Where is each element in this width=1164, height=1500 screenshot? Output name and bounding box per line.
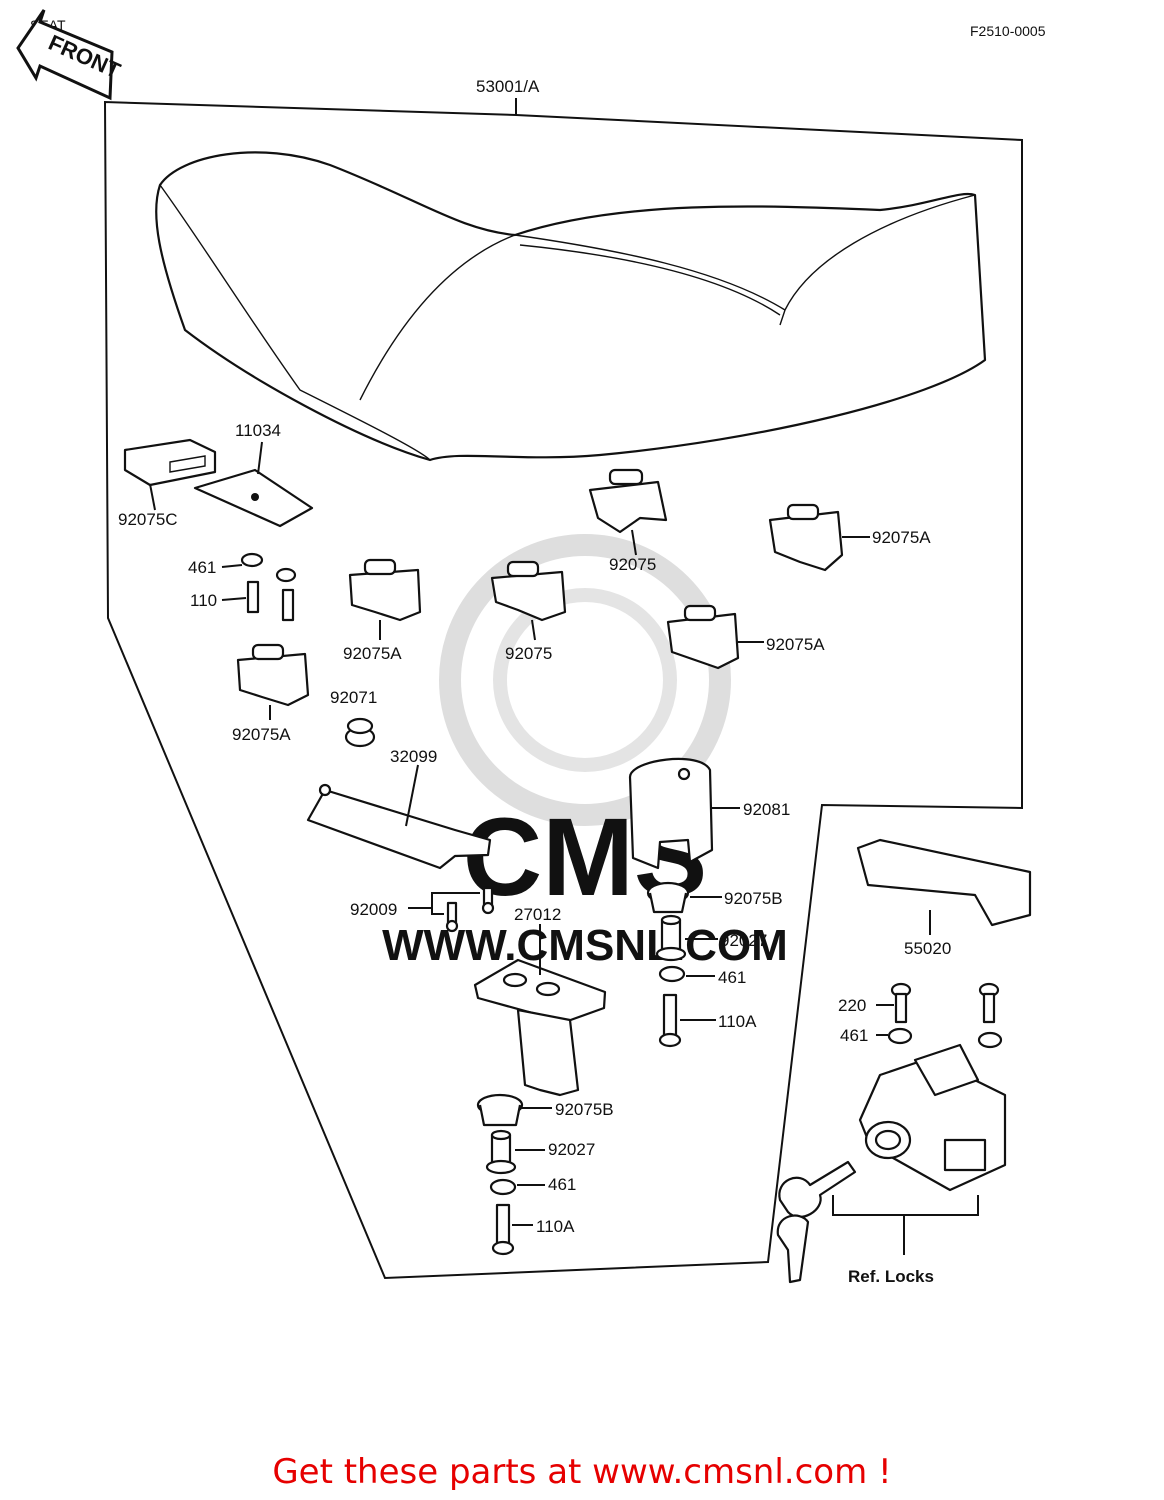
label-collar-92027-upper: 92027	[720, 931, 767, 950]
nut-461-lock	[887, 1027, 1003, 1049]
damper-center-mid	[490, 560, 567, 622]
label-damper-center-mid: 92075	[505, 644, 552, 663]
bolt-110a-lower	[491, 1203, 515, 1256]
label-bracket-92081: 92081	[743, 800, 790, 819]
label-hinge-27012: 27012	[514, 905, 561, 924]
hinge-27012	[473, 958, 607, 1097]
collar-92027-lower	[485, 1129, 517, 1175]
damper-left-mid	[348, 558, 422, 622]
cover-55020	[856, 838, 1032, 927]
label-collar-92027-lower: 92027	[548, 1140, 595, 1159]
plate-32099	[306, 783, 492, 870]
label-nut-461-upper: 461	[718, 968, 746, 987]
label-damper-right-top: 92075A	[872, 528, 931, 547]
label-bolt-110a-lower: 110A	[536, 1217, 575, 1236]
damper-right-top	[768, 503, 844, 572]
label-nut-461-lower: 461	[548, 1175, 576, 1194]
collar-92027-upper	[655, 914, 687, 962]
damper-top-center	[588, 468, 668, 534]
key-icon	[776, 1160, 857, 1284]
label-screw-92009: 92009	[350, 900, 397, 919]
hinge-plate-11034	[193, 468, 314, 528]
label-seat-assy: 53001/A	[476, 77, 540, 96]
damper-b-lower	[476, 1093, 524, 1127]
label-cover-55020: 55020	[904, 939, 951, 958]
screw-92009	[445, 886, 495, 933]
label-collar-92071: 92071	[330, 688, 377, 707]
label-damper-left-low: 92075A	[232, 725, 291, 744]
seat-lock	[858, 1043, 1007, 1192]
damper-b-upper	[646, 881, 690, 914]
seat	[155, 151, 987, 462]
damper-92075c	[123, 438, 217, 487]
assembly-outline	[103, 100, 1023, 1280]
collar-92071	[344, 717, 376, 748]
label-plate-32099: 32099	[390, 747, 437, 766]
label-damper-c: 92075C	[118, 510, 178, 529]
label-damper-b-lower: 92075B	[555, 1100, 614, 1119]
label-ref-locks: Ref. Locks	[848, 1267, 934, 1286]
damper-right-mid	[666, 604, 740, 670]
label-hinge-plate: 11034	[235, 421, 281, 440]
label-bolt-110-left: 110	[190, 591, 217, 610]
label-screw-220: 220	[838, 996, 866, 1015]
bracket-92081	[628, 757, 714, 870]
front-arrow-icon: FRONT	[16, 9, 125, 101]
nut-461-left	[240, 552, 297, 583]
label-bolt-110a-upper: 110A	[718, 1012, 757, 1031]
screw-220	[890, 982, 1000, 1024]
label-damper-left-mid: 92075A	[343, 644, 402, 663]
footer-link[interactable]: Get these parts at www.cmsnl.com !	[272, 1452, 892, 1492]
diagram-code: F2510-0005	[970, 23, 1046, 39]
label-damper-top-center: 92075	[609, 555, 656, 574]
label-nut-461-left: 461	[188, 558, 216, 577]
nut-461-upper	[658, 965, 686, 983]
footer-promo[interactable]: Get these parts at www.cmsnl.com !	[0, 1452, 1164, 1492]
bolt-110-left	[246, 580, 295, 622]
nut-461-lower	[489, 1178, 517, 1196]
label-damper-right-mid: 92075A	[766, 635, 825, 654]
damper-left-low	[236, 643, 310, 707]
label-damper-b-upper: 92075B	[724, 889, 783, 908]
bolt-110a-upper	[658, 993, 682, 1048]
label-nut-461-lock: 461	[840, 1026, 868, 1045]
